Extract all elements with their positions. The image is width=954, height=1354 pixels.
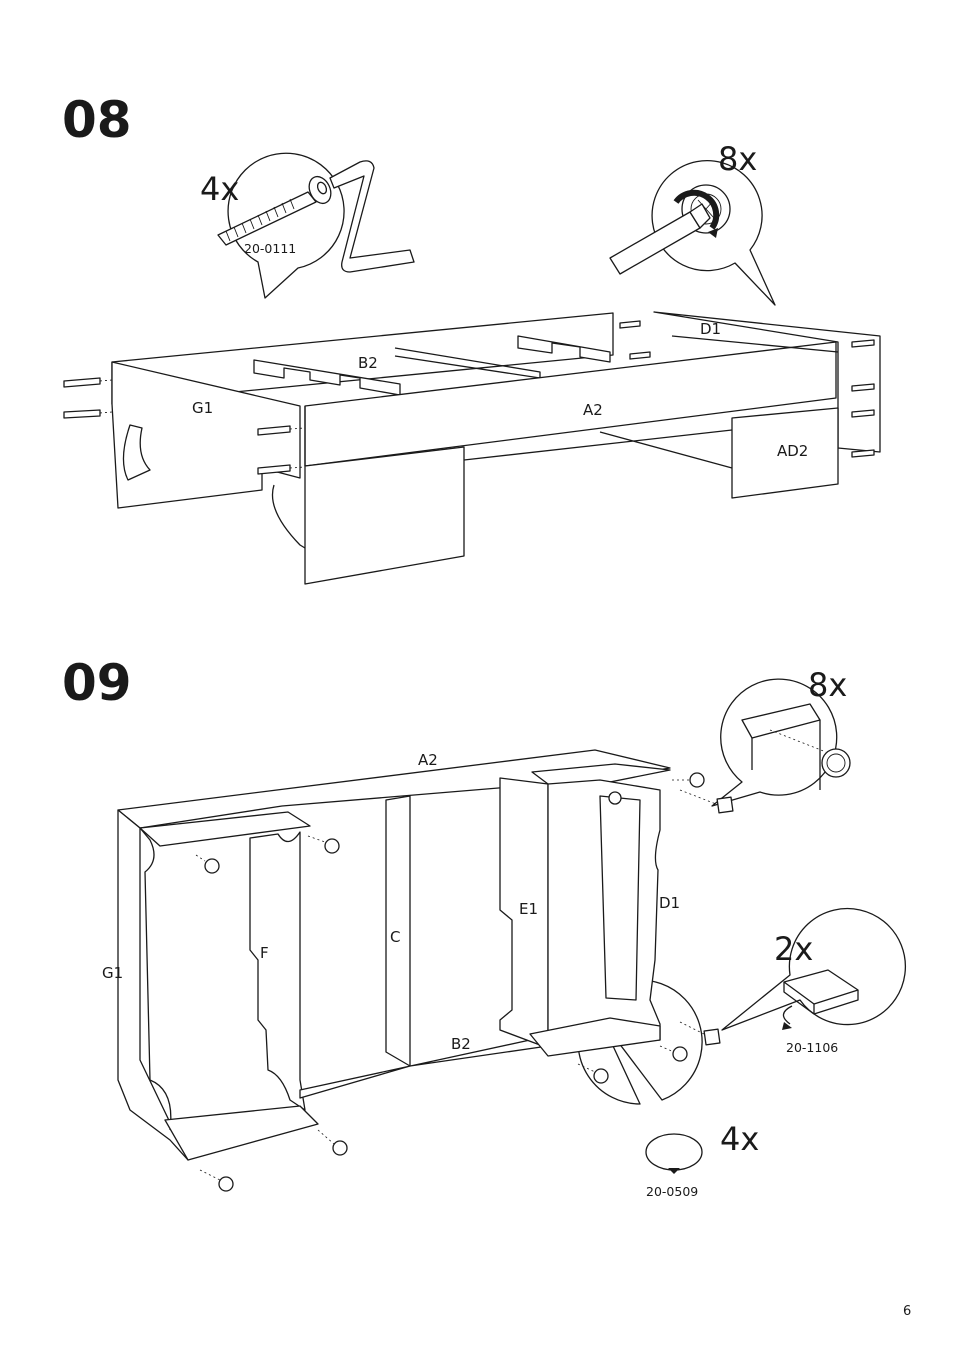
step-09-number: 09 — [62, 654, 132, 712]
part-label-c: C — [390, 928, 400, 946]
part-label-g1: G1 — [192, 399, 213, 417]
dowel-screw-callout: 4x 20-0111 — [200, 152, 415, 299]
step-09-frame-drawing: A2 G1 F C E1 D1 B2 — [102, 749, 734, 1192]
page-number: 6 — [903, 1304, 911, 1319]
dowel-qty-label: 4x — [200, 170, 239, 208]
glide-icon — [645, 1133, 703, 1171]
glide-qty-label: 4x — [720, 1120, 759, 1158]
dowel-screw-icon — [217, 175, 332, 246]
part-label-d1: D1 — [700, 320, 721, 338]
part-label-b2: B2 — [358, 354, 378, 372]
glide-article-number: 20-0509 — [646, 1184, 698, 1199]
screwdriver-callout: 8x — [609, 140, 776, 306]
step-09-fittings — [195, 772, 734, 1192]
part-label-b2: B2 — [451, 1035, 471, 1053]
step-08-number: 08 — [62, 91, 132, 149]
allen-key-icon — [329, 160, 415, 273]
cam-lock-icon — [821, 748, 851, 778]
part-label-g1: G1 — [102, 964, 123, 982]
part-label-a2: A2 — [418, 751, 438, 769]
cam-qty-label: 8x — [808, 666, 847, 704]
step-08-frame-drawing: B2 G1 A2 D1 AD2 — [63, 311, 881, 585]
dowel-article-number: 20-0111 — [244, 241, 296, 256]
screwdriver-qty-label: 8x — [718, 140, 757, 178]
part-label-d1: D1 — [659, 894, 680, 912]
frame-screws-right — [619, 320, 875, 458]
pad-article-number: 20-1106 — [786, 1040, 838, 1055]
part-label-e1: E1 — [519, 900, 538, 918]
frame-screws-left — [63, 377, 306, 475]
part-label-f: F — [260, 944, 269, 962]
pad-qty-label: 2x — [774, 930, 813, 968]
cam-lock-callout: 8x — [711, 666, 851, 807]
part-label-a2: A2 — [583, 401, 603, 419]
part-label-ad2: AD2 — [777, 442, 808, 460]
pad-callout: 2x 20-1106 — [721, 907, 906, 1055]
